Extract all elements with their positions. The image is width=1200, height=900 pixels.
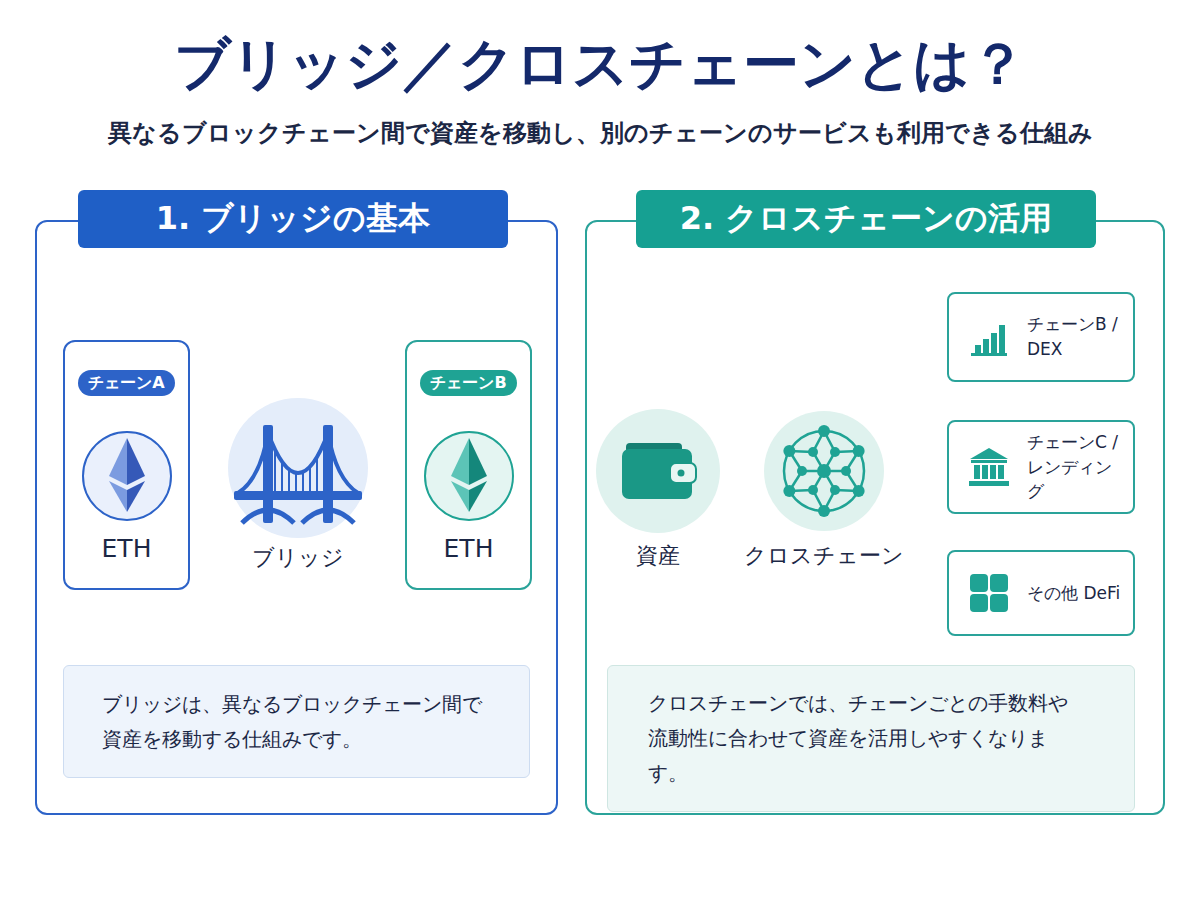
- network-dot: [783, 485, 795, 497]
- bank-roof: [970, 448, 1008, 459]
- diagram-title: ブリッジ／クロスチェーンとは？: [0, 30, 1200, 97]
- grid-tile: [970, 594, 988, 612]
- piclabel-text: 資産: [636, 541, 680, 571]
- bank-base: [969, 481, 1009, 486]
- network-dot: [808, 485, 818, 495]
- tab-text: 2. クロスチェーンの活用: [636, 190, 1096, 248]
- asset-node: 資産: [596, 405, 720, 575]
- service-box: チェーンB / DEX: [947, 292, 1135, 382]
- bridge-hanger: [302, 472, 304, 493]
- chart-bar: [999, 325, 1005, 355]
- badge-text: チェーンB: [420, 370, 516, 396]
- svctext-text: チェーンB / DEX: [1027, 312, 1127, 361]
- bridge-ground: [228, 398, 368, 538]
- eth-text: ETH: [444, 534, 494, 564]
- bridge-hanger: [281, 462, 283, 493]
- section-panel: チェーンA ETH ブリッジ チェーンB ETH ブリッジは、異なるブロックチェーン間で …: [35, 220, 558, 815]
- eth-logo: [127, 481, 145, 512]
- bank-beam: [971, 460, 1007, 463]
- piclabel-text: ブリッジ: [252, 543, 344, 573]
- network-icon: [750, 405, 898, 541]
- icon-holder: [77, 426, 177, 526]
- grid-tile: [990, 594, 1008, 612]
- network-dot: [808, 447, 818, 457]
- notetext-text: クロスチェーンでは、チェーンごとの手数料や 流動性に合わせて資産を活用しやすくな…: [648, 686, 1074, 791]
- badge-text: チェーンA: [78, 370, 174, 396]
- grid-icon: [967, 571, 1011, 615]
- wallet-body: [622, 449, 692, 499]
- bank-column: [982, 465, 988, 479]
- eth-icon: [419, 426, 519, 526]
- network-dot: [797, 466, 807, 476]
- service-box: チェーンC / レンディング: [947, 420, 1135, 514]
- chain-box: チェーンA ETH: [63, 340, 190, 590]
- svctext-text: その他 DeFi: [1027, 581, 1120, 606]
- icon-holder: [419, 426, 519, 526]
- crosschain-ground: [764, 411, 884, 531]
- network-dot: [841, 466, 851, 476]
- bridge-tower: [263, 425, 273, 523]
- tab-text: 1. ブリッジの基本: [78, 190, 508, 248]
- eth-logo: [127, 438, 145, 485]
- bridge-icon: [238, 433, 358, 523]
- bridge-tower: [323, 425, 333, 523]
- network-dot: [853, 485, 865, 497]
- network-dot: [818, 425, 830, 437]
- eth-text: ETH: [102, 534, 152, 564]
- bank-column: [998, 465, 1004, 479]
- eth-logo: [469, 438, 487, 485]
- network-dot: [818, 505, 830, 517]
- bars-icon: [967, 315, 1011, 359]
- service-box: その他 DeFi: [947, 550, 1135, 636]
- eth-logo: [109, 438, 127, 485]
- asset-ground: [596, 409, 720, 533]
- bridge-icon: [226, 393, 370, 543]
- bridge-hanger: [309, 467, 311, 493]
- eth-icon: [77, 426, 177, 526]
- bridge-hanger: [274, 451, 276, 493]
- network-dot: [817, 464, 831, 478]
- crosschain-node: クロスチェーン: [750, 405, 898, 575]
- subtitle-label: 異なるブロックチェーン間で資産を移動し、別のチェーンのサービスも利用できる仕組み: [0, 118, 1200, 149]
- eth-circle: [83, 432, 171, 520]
- bridge-cable: [268, 433, 328, 473]
- bank-column: [974, 465, 980, 479]
- network-ring: [784, 431, 864, 511]
- wallet-icon: [596, 405, 720, 541]
- bank-icon: [967, 445, 1011, 489]
- eth-logo: [451, 438, 469, 485]
- network-dot: [830, 485, 840, 495]
- bank-column: [990, 465, 996, 479]
- note-box: ブリッジは、異なるブロックチェーン間で 資産を移動する仕組みです。: [63, 665, 530, 778]
- wallet-button: [678, 470, 685, 477]
- notetext-text: ブリッジは、異なるブロックチェーン間で 資産を移動する仕組みです。: [102, 687, 489, 757]
- eth-logo: [469, 481, 487, 512]
- bridge-hanger: [316, 458, 318, 493]
- network-icon: [783, 425, 864, 517]
- eth-logo: [109, 481, 127, 512]
- eth-circle: [425, 432, 513, 520]
- section-panel: 資産 クロスチェーン チェーンB / DEX チェーンC / レンディングその他 De…: [585, 220, 1165, 815]
- network-dot: [853, 445, 865, 457]
- chart-bar: [983, 339, 989, 355]
- bridge-hanger: [295, 473, 297, 493]
- svctext-text: チェーンC / レンディング: [1027, 430, 1127, 504]
- chart-bar: [991, 333, 997, 355]
- grid-tile: [990, 574, 1008, 592]
- note-box: クロスチェーンでは、チェーンごとの手数料や 流動性に合わせて資産を活用しやすくな…: [607, 665, 1135, 812]
- grid-tile: [970, 574, 988, 592]
- eth-logo: [451, 481, 469, 512]
- chart-base: [971, 353, 1007, 356]
- bridge-hanger: [288, 470, 290, 493]
- network-dot: [830, 447, 840, 457]
- network-dot: [783, 445, 795, 457]
- piclabel-text: クロスチェーン: [744, 541, 904, 571]
- bridge-node: ブリッジ: [226, 393, 370, 573]
- wallet-clasp: [670, 463, 696, 483]
- bridge-deck: [234, 491, 362, 500]
- chain-box: チェーンB ETH: [405, 340, 532, 590]
